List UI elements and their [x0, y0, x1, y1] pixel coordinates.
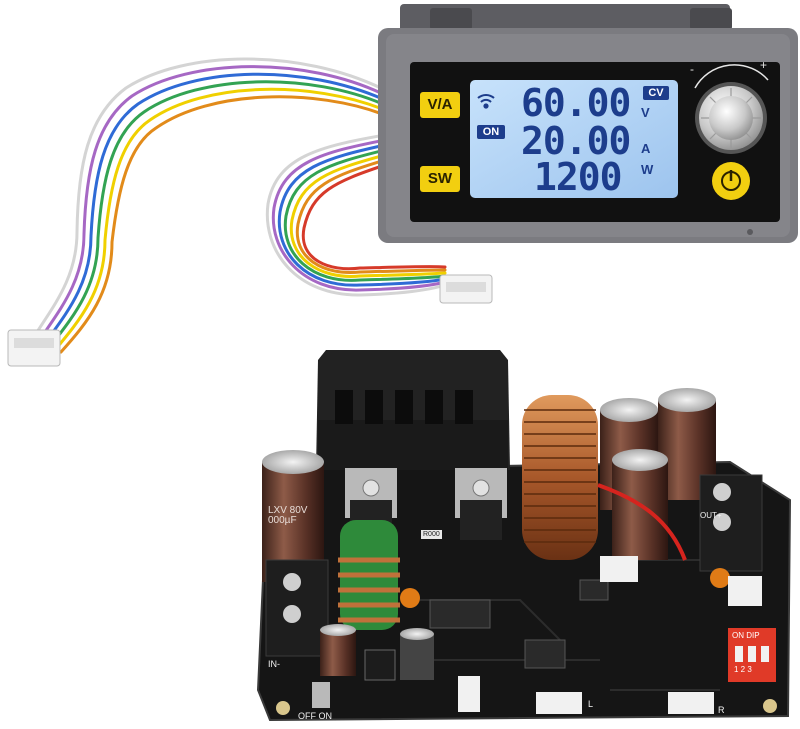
cable-connector-right	[439, 274, 493, 304]
board-connector-1	[600, 556, 638, 582]
ribbon-cables	[23, 49, 447, 354]
red-wire	[597, 483, 687, 561]
toroid-inductor	[522, 395, 598, 560]
knob-minus-mark: -	[690, 62, 694, 76]
inductor-small	[364, 649, 396, 681]
label-out-plus: OUT+	[700, 511, 722, 520]
label-dip-header: ON DIP	[732, 631, 760, 640]
power-readout: 1200	[534, 155, 623, 199]
label-right-marker: R	[718, 705, 725, 715]
ic-chip-2	[429, 599, 491, 629]
dip-switch	[728, 628, 776, 682]
capacitor-small-1	[320, 630, 356, 676]
sw-button-shape	[420, 166, 460, 192]
smd-chip	[579, 579, 609, 601]
voltage-unit: V	[641, 105, 650, 120]
board-connector-2	[728, 576, 762, 606]
orange-cap-2	[710, 568, 730, 588]
orange-cap-1	[400, 588, 420, 608]
lcd-screen	[470, 80, 678, 198]
label-dip-numbers: 1 2 3	[734, 665, 752, 674]
heatsink	[316, 350, 510, 470]
resistor-code: R000	[421, 530, 442, 539]
label-left-marker: L	[588, 699, 594, 709]
label-off-on: OFF ON	[298, 711, 332, 721]
va-button[interactable]: V/A	[427, 96, 453, 113]
board-connector-5	[458, 676, 480, 712]
sw-button[interactable]: SW	[427, 170, 453, 187]
capacitor-marking: LXV 80V 000µF	[268, 505, 308, 526]
current-readout: 20.00	[521, 119, 631, 163]
terminal-block-out	[699, 474, 763, 572]
label-in-minus: IN-	[268, 659, 280, 669]
board-connector-4	[668, 692, 714, 714]
knob-plus-mark: +	[760, 58, 768, 72]
capacitor-small-2	[400, 634, 434, 680]
ic-chip	[524, 639, 566, 669]
cv-badge-shape	[643, 86, 669, 100]
power-unit: W	[641, 162, 654, 177]
cable-connector-left	[7, 329, 61, 367]
capacitor-3	[612, 449, 668, 560]
cv-badge: CV	[648, 87, 664, 99]
terminal-block-in	[265, 559, 329, 657]
on-badge-shape	[477, 125, 505, 139]
voltage-readout: 60.00	[521, 81, 631, 125]
small-toroid	[338, 520, 400, 630]
controller-housing	[378, 4, 798, 243]
va-button-shape	[420, 92, 460, 118]
power-switch	[312, 682, 330, 708]
on-badge: ON	[482, 126, 500, 138]
mosfet-right	[455, 468, 507, 540]
board-connector-3	[536, 692, 582, 714]
current-unit: A	[641, 141, 651, 156]
wifi-icon	[477, 94, 495, 109]
